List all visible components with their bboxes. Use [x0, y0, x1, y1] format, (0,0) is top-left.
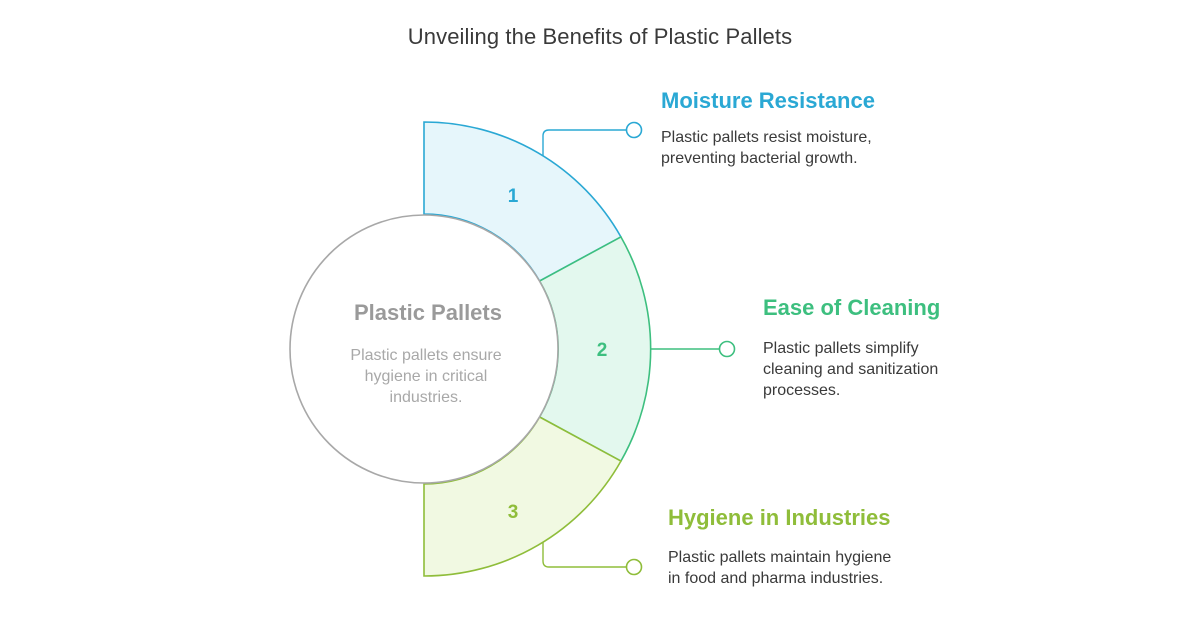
connector-dot-1 — [625, 121, 643, 139]
center-description-line-2: hygiene in critical — [365, 368, 488, 385]
benefit-description-ease-of-cleaning: Plastic pallets simplify cleaning and sa… — [763, 340, 939, 399]
page-title: Unveiling the Benefits of Plastic Pallet… — [407, 24, 793, 49]
center-description-line-1: Plastic pallets ensure — [350, 347, 501, 364]
connector-line-3 — [542, 542, 626, 568]
segment-number-1: 1 — [508, 186, 519, 207]
segment-number-3: 3 — [508, 502, 519, 523]
connector-dot-3 — [625, 558, 643, 576]
connector-line-1 — [542, 129, 626, 156]
benefit-description-moisture-resistance: Plastic pallets resist moisture, prevent… — [661, 129, 872, 167]
benefit-title-ease-of-cleaning: Ease of Cleaning — [763, 295, 941, 320]
connector-dot-2 — [718, 340, 736, 358]
benefit-description-hygiene-in-industries: Plastic pallets maintain hygiene in food… — [668, 549, 892, 587]
center-title: Plastic Pallets — [354, 300, 502, 325]
center-description-line-3: industries. — [390, 389, 463, 406]
segment-number-2: 2 — [597, 340, 608, 361]
benefit-title-hygiene-in-industries: Hygiene in Industries — [668, 505, 891, 530]
benefit-title-moisture-resistance: Moisture Resistance — [661, 88, 875, 113]
center-circle — [289, 214, 559, 484]
